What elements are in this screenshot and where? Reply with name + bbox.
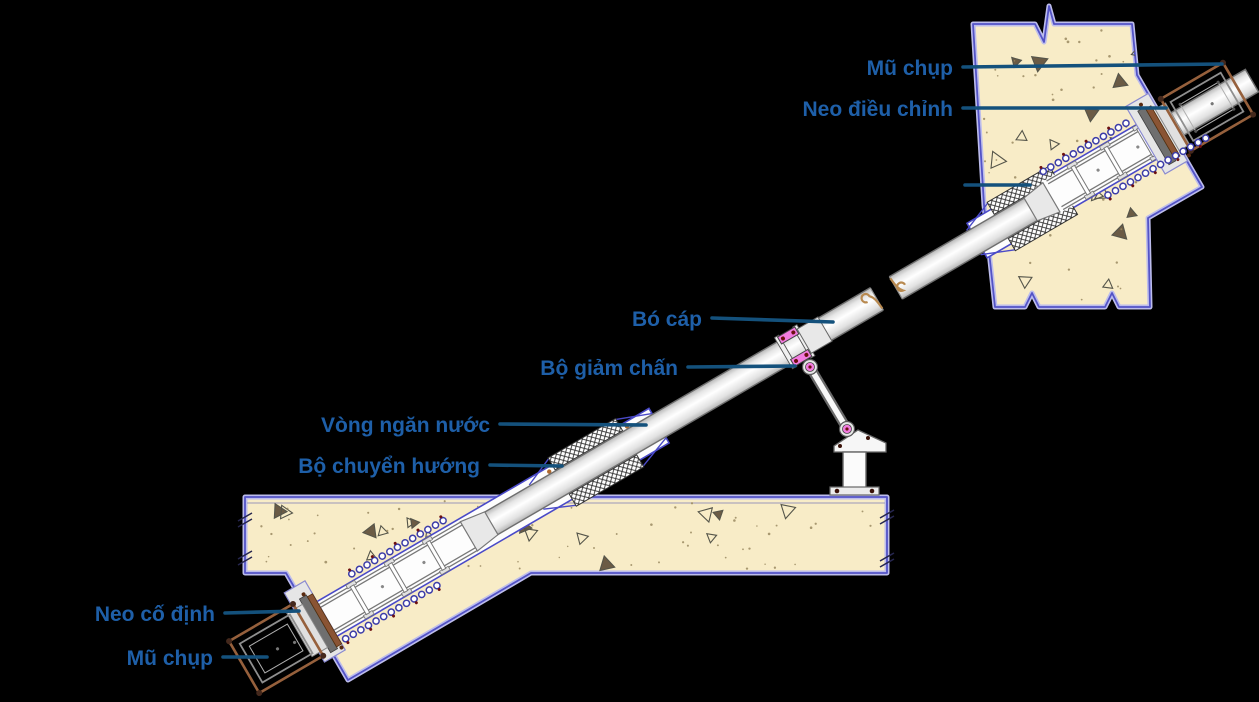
leader-fixed-anchor [223, 609, 301, 615]
strut-hinge-top [801, 358, 819, 376]
label-deviator: Bộ chuyển hướng [298, 455, 480, 478]
fixed-anchor-zone [283, 511, 499, 663]
pedestal-base [829, 486, 880, 496]
label-cap-top: Mũ chụp [867, 57, 953, 80]
aggregate-texture [980, 29, 1149, 301]
stay-cable-assembly [226, 59, 1259, 697]
damper-clamp [773, 316, 833, 370]
break-tick-marks [237, 509, 895, 568]
leader-water-stop-ring [498, 422, 648, 427]
label-fixed-anchor: Neo cố định [95, 603, 215, 626]
water-stop-dot [547, 469, 552, 474]
leader-deviator [488, 463, 564, 468]
adjustable-anchor-zone [1023, 92, 1191, 222]
top-cap [1157, 59, 1257, 154]
leader-cable-bundle [710, 316, 835, 324]
aggregate-texture [260, 500, 872, 572]
leader-damper [686, 364, 797, 369]
label-cable-bundle: Bó cáp [632, 308, 702, 331]
damper-strut-assembly [801, 358, 887, 496]
spiral-reinforcement-coils [341, 119, 1210, 645]
deviator-sleeves [547, 165, 1079, 507]
label-damper: Bộ giảm chấn [540, 357, 678, 380]
leader-lines [221, 62, 1224, 659]
bottom-cap [226, 600, 329, 697]
cable-break-symbol [860, 275, 907, 312]
deviator-cones [528, 202, 1015, 510]
label-cap-bottom: Mũ chụp [127, 647, 213, 670]
labels: Mũ chụp Neo điều chỉnh Bó cáp Bộ giảm ch… [95, 57, 953, 670]
label-adjustable-anchor: Neo điều chỉnh [802, 98, 953, 121]
strut-bracket [833, 429, 887, 453]
leader-cap-top [961, 62, 1224, 69]
guide-pipe-ribs [345, 535, 451, 620]
strut-hinge-bottom [838, 420, 856, 438]
label-water-stop-ring: Vòng ngăn nước [321, 414, 490, 437]
pedestal-column [842, 451, 867, 489]
